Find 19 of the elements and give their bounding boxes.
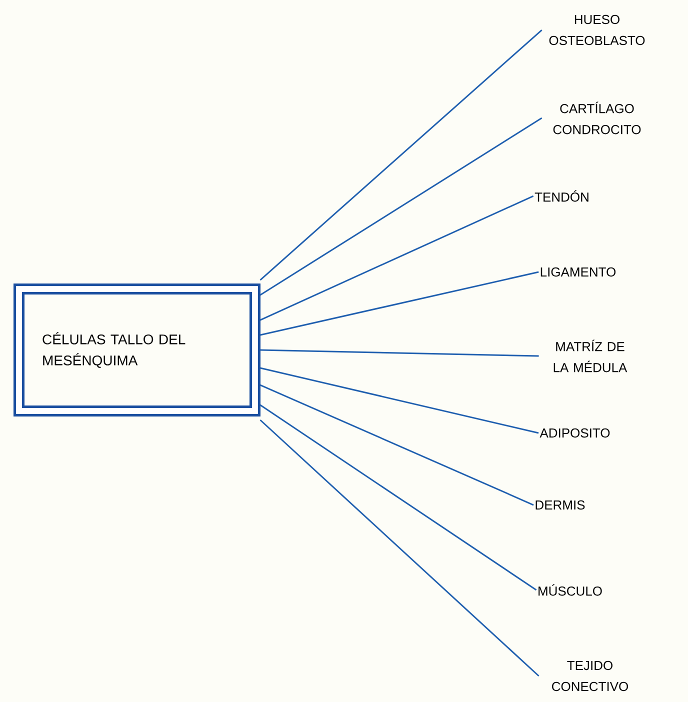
connector-line — [260, 404, 537, 591]
tissue-label: MÚSCULO — [538, 584, 602, 596]
connector-line — [260, 195, 534, 321]
tissue-label: DERMIS — [536, 500, 585, 510]
connector-line — [260, 349, 539, 357]
tissue-label: TEJIDO CONECTIVO — [552, 660, 628, 692]
tissue-label: CARTÍLAGO CONDROCITO — [553, 102, 641, 134]
process-box: CÉLULAS TALLO DEL MESÉNQUIMA — [14, 284, 260, 416]
connector-line — [260, 29, 542, 281]
tissue-label: ADIPOSITO — [540, 428, 610, 438]
connector-line — [260, 384, 534, 506]
tissue-label: HUESO OSTEOBLASTO — [549, 14, 645, 46]
connector-line — [260, 367, 539, 434]
connector-line — [260, 419, 540, 677]
connector-line — [260, 271, 539, 336]
tissue-label: TENDÓN — [534, 190, 588, 202]
tissue-label: LIGAMENTO — [540, 267, 616, 277]
connector-line — [260, 117, 542, 296]
tissue-label: MATRÍZ DE LA MÉDULA — [554, 340, 628, 372]
